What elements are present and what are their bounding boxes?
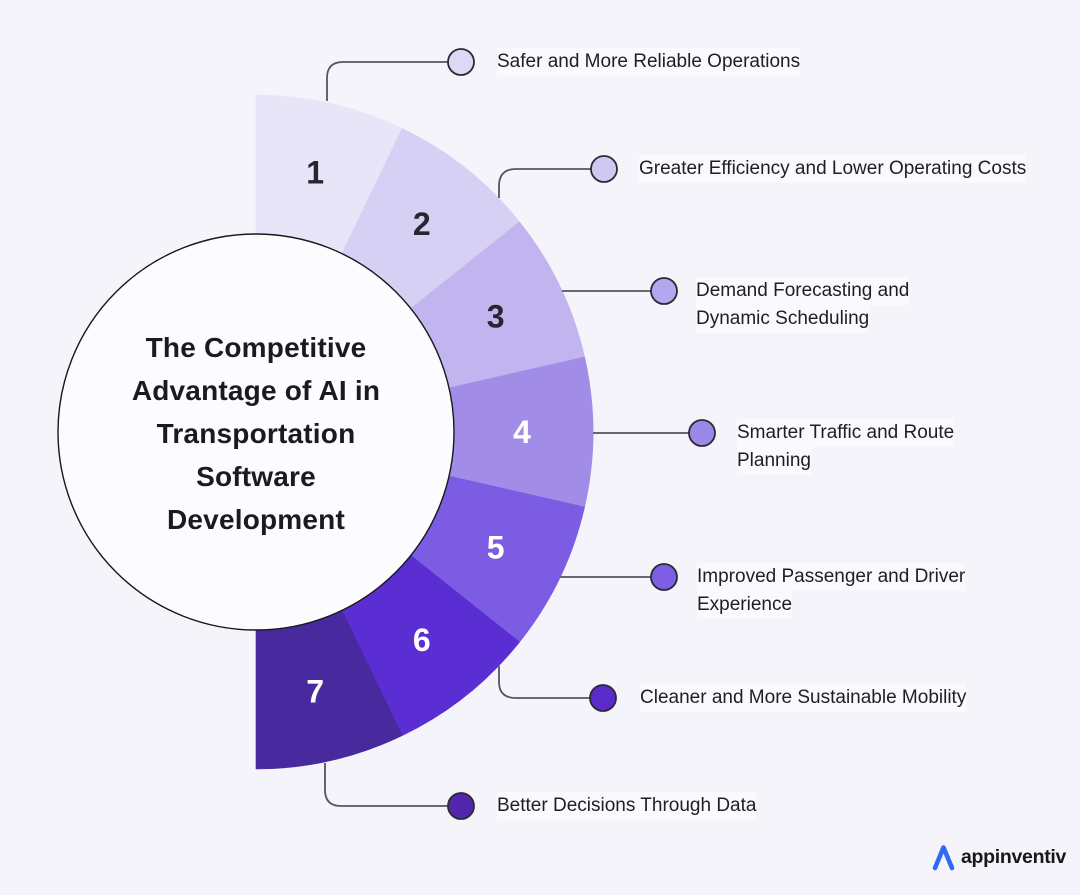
connector-dot-1 [447,48,475,76]
label-6: Cleaner and More Sustainable Mobility [640,684,967,712]
segment-number-4: 4 [513,414,531,450]
title-line-2: Advantage of AI in [131,375,381,406]
chart-title: The Competitive Advantage of AI in Trans… [106,326,406,541]
segment-number-2: 2 [413,206,431,242]
label-7: Better Decisions Through Data [497,792,757,820]
label-2: Greater Efficiency and Lower Operating C… [639,155,1027,183]
label-5-line-1: Improved Passenger and Driver [697,563,966,591]
title-line-5: Development [166,504,346,535]
brand-name: appinventiv [961,846,1067,868]
connector-line-7 [324,763,448,807]
title-line-4: Software [196,461,316,492]
label-4-line-2: Planning [737,447,811,475]
brand-logo: appinventiv [928,843,1066,872]
center-circle [57,233,455,631]
segment-number-1: 1 [306,155,324,191]
connector-dot-2 [590,155,618,183]
segment-number-7: 7 [306,673,324,709]
label-1-line-1: Safer and More Reliable Operations [497,48,801,76]
appinventiv-logo-icon [932,845,955,871]
appinventiv-mark [932,845,955,871]
connector-dot-4 [688,419,716,447]
connector-line-2 [498,168,591,198]
connector-line-6 [498,666,590,699]
segment-number-3: 3 [487,299,505,335]
connector-dot-6 [589,684,617,712]
connector-line-1 [326,61,448,101]
connector-dot-3 [650,277,678,305]
label-7-line-1: Better Decisions Through Data [497,792,757,820]
segment-number-5: 5 [487,529,505,565]
label-6-line-1: Cleaner and More Sustainable Mobility [640,684,967,712]
connector-dot-5 [650,563,678,591]
label-1: Safer and More Reliable Operations [497,48,801,76]
title-line-1: The Competitive [145,332,367,363]
label-5-line-2: Experience [697,591,793,619]
label-2-line-1: Greater Efficiency and Lower Operating C… [639,155,1027,183]
connector-dot-7 [447,792,475,820]
label-4-line-1: Smarter Traffic and Route [737,419,955,447]
label-3-line-1: Demand Forecasting and [696,277,910,305]
label-3-line-2: Dynamic Scheduling [696,305,870,333]
title-line-3: Transportation [156,418,356,449]
segment-number-6: 6 [413,622,431,658]
